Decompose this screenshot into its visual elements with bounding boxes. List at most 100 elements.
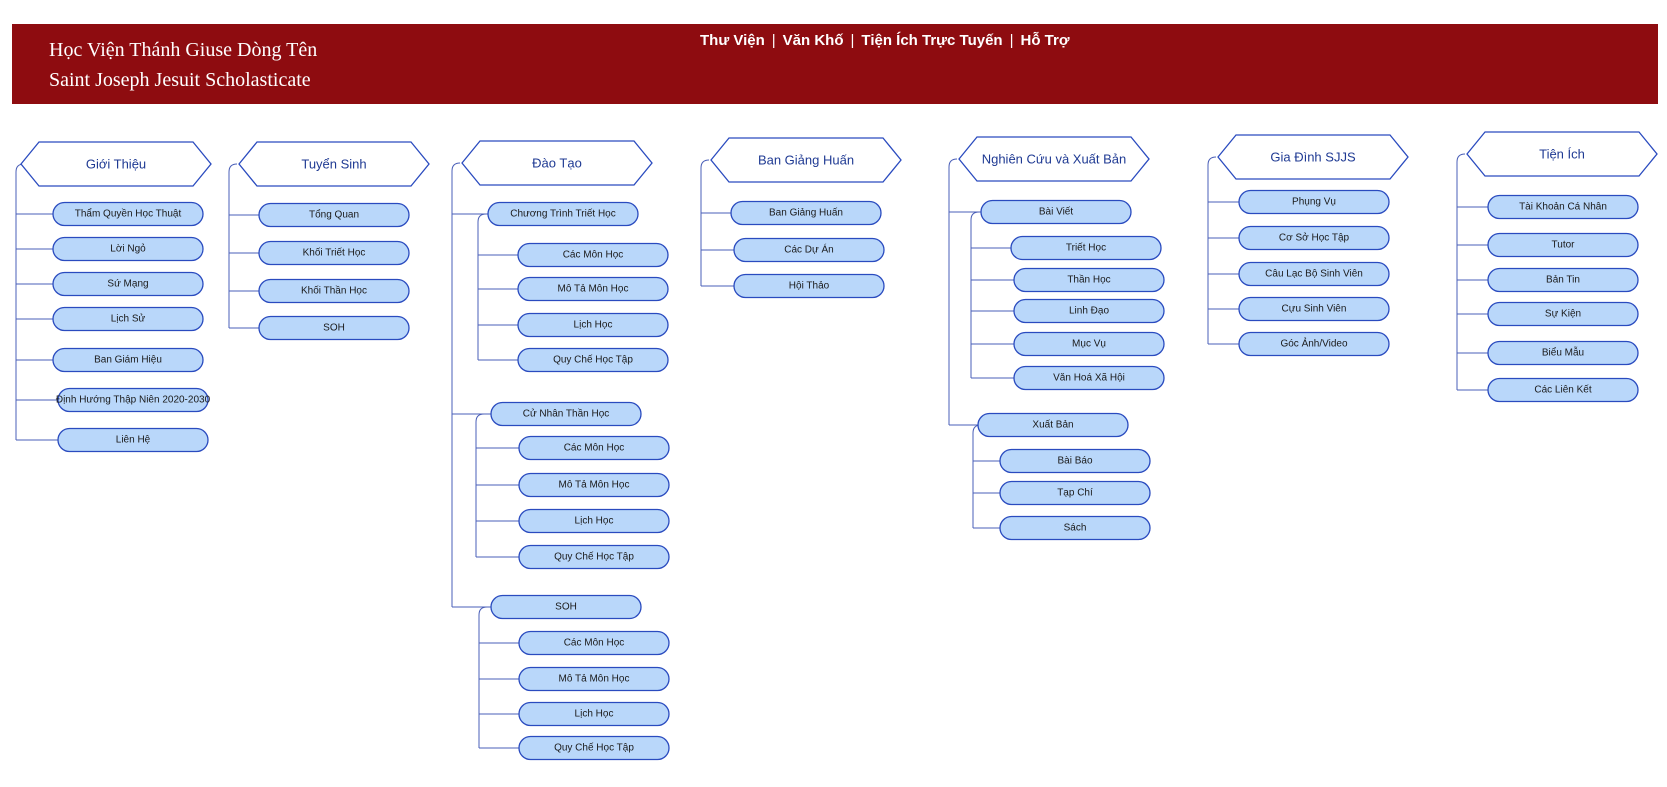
sitemap-item-bieu-mau[interactable]: Biểu Mẫu [1487,340,1639,366]
sitemap-item-ban-giang-huan[interactable]: Ban Giảng Huấn [730,200,882,226]
pill-shape [258,315,410,341]
sitemap-item-tai-khoan-ca-nhan[interactable]: Tài Khoản Cá Nhân [1487,194,1639,220]
section-header-gia-dinh-sjjs[interactable]: Gia Đình SJJS [1217,134,1409,180]
pill-shape [490,594,642,620]
sitemap-item-cuu-sinh-vien[interactable]: Cựu Sinh Viên [1238,296,1390,322]
pill-shape [733,237,885,263]
sitemap-item-loi-ngo[interactable]: Lời Ngỏ [52,236,204,262]
pill-label: SOH [555,602,577,613]
pill-label: Lịch Học [574,320,613,331]
sitemap-item-lich-hoc[interactable]: Lịch Học [518,701,670,727]
section-header-label: Tuyển Sinh [301,157,366,172]
sitemap-item-tap-chi[interactable]: Tạp Chí [999,480,1151,506]
sitemap-item-cac-mon-hoc[interactable]: Các Môn Học [518,435,670,461]
section-header-nghien-cuu-va-xuat-ban[interactable]: Nghiên Cứu và Xuất Bản [958,136,1150,182]
sitemap-item-quy-che-hoc-tap[interactable]: Quy Chế Học Tập [518,544,670,570]
nav-link-archive[interactable]: Văn Khố [782,32,844,49]
nav-link-library[interactable]: Thư Viện [700,32,765,49]
sitemap-item-van-hoa-xa-hoi[interactable]: Văn Hoá Xã Hội [1013,365,1165,391]
hexagon-shape [1217,134,1409,180]
connector-line [972,424,982,528]
sitemap-item-lien-he[interactable]: Liên Hệ [57,427,209,453]
pill-label: Các Liên Kết [1534,384,1591,396]
sitemap-item-quy-che-hoc-tap[interactable]: Quy Chế Học Tập [518,735,670,761]
sitemap-item-khoi-triet-hoc[interactable]: Khối Triết Học [258,240,410,266]
sitemap-item-triet-hoc[interactable]: Triết Học [1010,235,1162,261]
sitemap-item-cac-du-an[interactable]: Các Dự Án [733,237,885,263]
sitemap-item-muc-vu[interactable]: Mục Vụ [1013,331,1165,357]
sitemap-item-chuong-trinh-triet-hoc[interactable]: Chương Trình Triết Học [487,201,639,227]
sitemap-item-cau-lac-bo-sinh-vien[interactable]: Câu Lạc Bộ Sinh Viên [1238,261,1390,287]
sitemap-item-cac-lien-ket[interactable]: Các Liên Kết [1487,377,1639,403]
pill-shape [980,199,1132,225]
pill-shape [1487,377,1639,403]
sitemap-item-soh[interactable]: SOH [490,594,642,620]
hexagon-shape [1466,131,1658,177]
sitemap-item-lich-hoc[interactable]: Lịch Học [517,312,669,338]
section-header-gioi-thieu[interactable]: Giới Thiệu [20,141,212,187]
sitemap-item-cu-nhan-than-hoc[interactable]: Cử Nhân Thần Học [490,401,642,427]
pill-label: Tutor [1552,240,1576,251]
sitemap-item-bai-viet[interactable]: Bài Viết [980,199,1132,225]
section-header-tuyen-sinh[interactable]: Tuyển Sinh [238,141,430,187]
sitemap-item-quy-che-hoc-tap[interactable]: Quy Chế Học Tập [517,347,669,373]
pill-label: Sự Kiện [1545,309,1581,320]
site-title[interactable]: Học Viện Thánh Giuse Dòng Tên Saint Jose… [49,35,317,95]
pill-label: Góc Ảnh/Video [1280,337,1348,350]
pill-shape [517,276,669,302]
sitemap-item-lich-hoc[interactable]: Lịch Học [518,508,670,534]
section-header-dao-tao[interactable]: Đào Tạo [461,140,653,186]
sitemap-item-xuat-ban[interactable]: Xuất Bản [977,412,1129,438]
connector-line [700,159,710,286]
sitemap-item-bai-bao[interactable]: Bài Báo [999,448,1151,474]
sitemap-item-soh[interactable]: SOH [258,315,410,341]
pill-shape [730,200,882,226]
sitemap-item-mo-ta-mon-hoc[interactable]: Mô Tả Môn Học [518,666,670,692]
sitemap-item-sach[interactable]: Sách [999,515,1151,541]
sitemap-item-linh-dao[interactable]: Linh Đạo [1013,298,1165,324]
sitemap-item-ban-giam-hieu[interactable]: Ban Giám Hiệu [52,347,204,373]
sitemap-item-ban-tin[interactable]: Bản Tin [1487,267,1639,293]
sitemap-item-goc-anh-video[interactable]: Góc Ảnh/Video [1238,331,1390,357]
nav-link-online-tools[interactable]: Tiện Ích Trực Tuyến [861,32,1003,49]
pill-label: Cơ Sở Học Tập [1279,232,1350,244]
sitemap-item-hoi-thao[interactable]: Hội Thảo [733,273,885,299]
sitemap-item-co-so-hoc-tap[interactable]: Cơ Sở Học Tập [1238,225,1390,251]
pill-shape [518,472,670,498]
connector-line [1456,153,1466,390]
sitemap-item-su-mang[interactable]: Sứ Mạng [52,271,204,297]
section-header-ban-giang-huan[interactable]: Ban Giảng Huấn [710,137,902,183]
connector-line [451,162,461,607]
sitemap-item-khoi-than-hoc[interactable]: Khối Thần Học [258,278,410,304]
section-header-label: Giới Thiệu [86,157,146,172]
sitemap-item-tutor[interactable]: Tutor [1487,232,1639,258]
connector-line [1207,156,1217,344]
connector-line [477,213,487,360]
nav-link-support[interactable]: Hỗ Trợ [1020,32,1070,49]
section-header-tien-ich[interactable]: Tiện Ích [1466,131,1658,177]
sitemap-item-mo-ta-mon-hoc[interactable]: Mô Tả Môn Học [517,276,669,302]
pill-shape [1238,189,1390,215]
pill-shape [1487,340,1639,366]
pill-label: Các Dự Án [784,243,834,256]
pill-label: Cử Nhân Thần Học [523,408,610,420]
pill-shape [52,271,204,297]
pill-label: Tài Khoản Cá Nhân [1519,202,1607,213]
pill-label: Chương Trình Triết Học [510,208,616,220]
sitemap-item-lich-su[interactable]: Lịch Sử [52,306,204,332]
sitemap-item-phung-vu[interactable]: Phụng Vụ [1238,189,1390,215]
connector-line [970,211,980,378]
sitemap-item-cac-mon-hoc[interactable]: Các Môn Học [518,630,670,656]
sitemap-item-su-kien[interactable]: Sự Kiện [1487,301,1639,327]
sitemap-item-dinh-huong-thap-nien-2020-2030[interactable]: Định Hướng Thập Niên 2020-2030 [56,387,211,413]
sitemap-item-tham-quyen-hoc-thuat[interactable]: Thẩm Quyền Học Thuật [52,201,204,227]
sitemap-item-than-hoc[interactable]: Thần Học [1013,267,1165,293]
sitemap-item-tong-quan[interactable]: Tổng Quan [258,202,410,228]
pill-shape [1238,261,1390,287]
pill-shape [999,480,1151,506]
sitemap-item-cac-mon-hoc[interactable]: Các Môn Học [517,242,669,268]
pill-label: Khối Triết Học [303,247,366,259]
section-header-label: Gia Đình SJJS [1270,150,1356,165]
sitemap-item-mo-ta-mon-hoc[interactable]: Mô Tả Môn Học [518,472,670,498]
pill-label: Lịch Học [575,709,614,720]
